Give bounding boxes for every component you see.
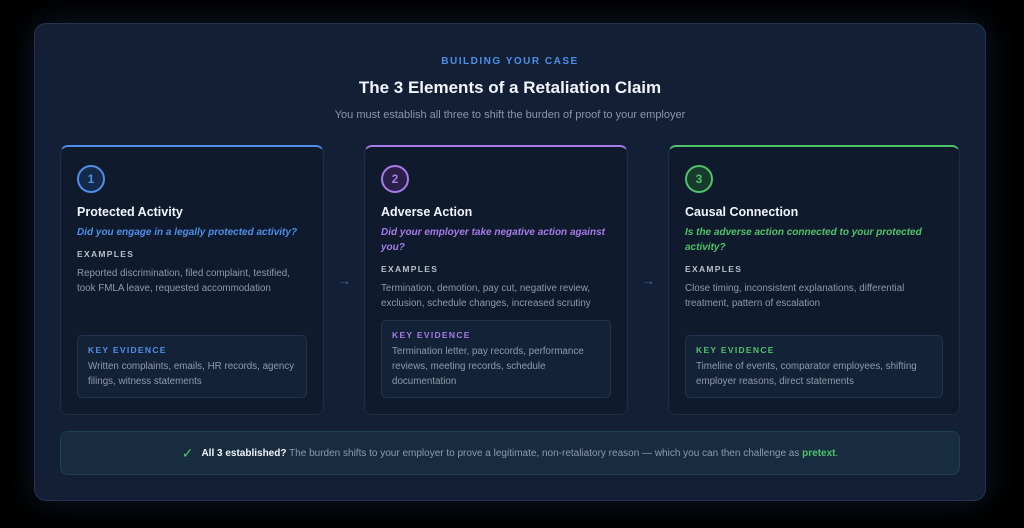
card-causal-connection: 3 Causal Connection Is the adverse actio…: [668, 145, 960, 415]
card-question: Did you engage in a legally protected ac…: [77, 227, 298, 238]
card-title: Adverse Action: [381, 205, 473, 219]
card-adverse-action: 2 Adverse Action Did your employer take …: [364, 145, 628, 415]
examples-label: EXAMPLES: [77, 249, 135, 259]
arrow-right-icon: →: [642, 273, 655, 288]
summary-body: The burden shifts to your employer to pr…: [289, 447, 800, 459]
card-question: Did your employer take negative action a…: [381, 227, 605, 253]
key-evidence-box: KEY EVIDENCE Timeline of events, compara…: [685, 335, 943, 398]
key-evidence-text: Timeline of events, comparator employees…: [696, 361, 917, 387]
card-question: Is the adverse action connected to your …: [685, 227, 922, 253]
card-title: Protected Activity: [77, 205, 183, 219]
pretext-highlight: pretext: [802, 447, 836, 459]
retaliation-elements-panel: BUILDING YOUR CASE The 3 Elements of a R…: [34, 23, 986, 501]
summary-end: .: [835, 447, 839, 459]
key-evidence-box: KEY EVIDENCE Written complaints, emails,…: [77, 335, 307, 398]
card-protected-activity: 1 Protected Activity Did you engage in a…: [60, 145, 324, 415]
step-number-badge: 2: [381, 165, 409, 193]
key-evidence-label: KEY EVIDENCE: [392, 330, 471, 340]
examples-label: EXAMPLES: [685, 264, 743, 274]
step-number-badge: 3: [685, 165, 713, 193]
subtitle: You must establish all three to shift th…: [334, 109, 686, 121]
step-number-badge: 1: [77, 165, 105, 193]
summary-banner: ✓ All 3 established? The burden shifts t…: [60, 431, 960, 475]
examples-label: EXAMPLES: [381, 264, 439, 274]
key-evidence-label: KEY EVIDENCE: [88, 345, 167, 355]
card-title: Causal Connection: [685, 205, 799, 219]
check-icon: ✓: [181, 444, 194, 461]
arrow-right-icon: →: [338, 273, 351, 288]
examples-text: Reported discrimination, filed complaint…: [77, 268, 290, 294]
summary-text: All 3 established? The burden shifts to …: [201, 448, 838, 459]
key-evidence-text: Written complaints, emails, HR records, …: [88, 361, 295, 387]
summary-lead: All 3 established?: [201, 447, 287, 459]
key-evidence-text: Termination letter, pay records, perform…: [392, 346, 584, 387]
key-evidence-label: KEY EVIDENCE: [696, 345, 775, 355]
page-title: The 3 Elements of a Retaliation Claim: [358, 78, 662, 97]
key-evidence-box: KEY EVIDENCE Termination letter, pay rec…: [381, 320, 611, 398]
eyebrow: BUILDING YOUR CASE: [441, 56, 579, 67]
examples-text: Close timing, inconsistent explanations,…: [685, 283, 905, 309]
examples-text: Termination, demotion, pay cut, negative…: [381, 283, 591, 309]
